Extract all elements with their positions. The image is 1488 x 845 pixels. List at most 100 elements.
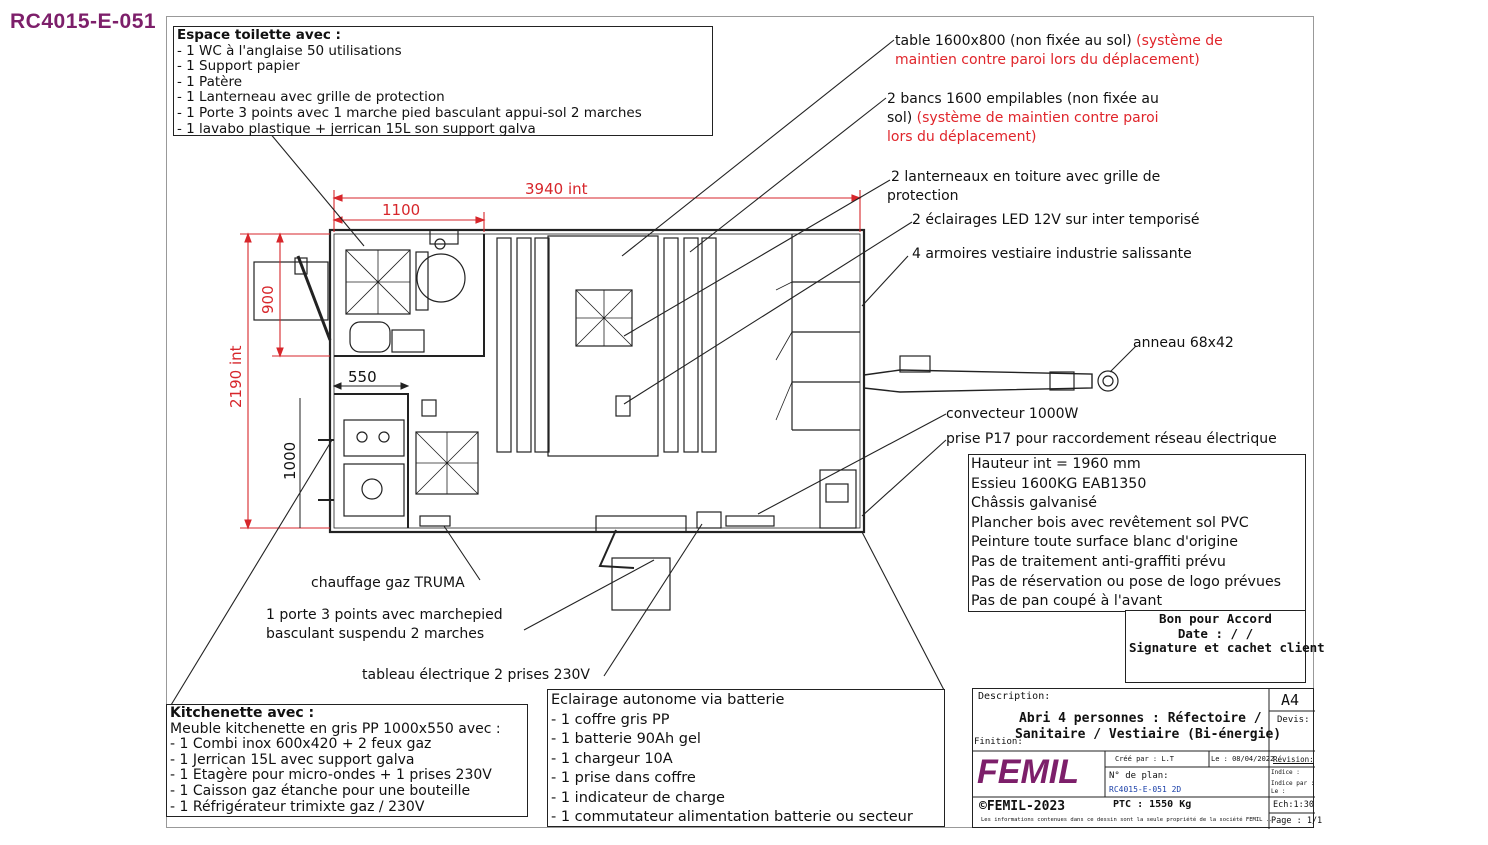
wc-step bbox=[253, 261, 329, 321]
battery-item: - 1 prise dans coffre bbox=[551, 770, 696, 786]
kitchen-item: - 1 Combi inox 600x420 + 2 feux gaz bbox=[170, 736, 432, 753]
kitchen-item: Meuble kitchenette en gris PP 1000x550 a… bbox=[170, 720, 501, 737]
callout-benches: 2 bancs 1600 empilables (non fixée au bbox=[887, 91, 1159, 107]
specs-box: Hauteur int = 1960 mm Essieu 1600KG EAB1… bbox=[968, 454, 1306, 612]
finition-label: Finition: bbox=[974, 737, 1023, 747]
title-block-grid bbox=[973, 689, 1315, 829]
dim-length: 3940 int bbox=[525, 180, 588, 198]
kitchen-spec-box: Kitchenette avec : Meuble kitchenette en… bbox=[166, 704, 528, 817]
plan-number: RC4015-E-051 2D bbox=[1109, 785, 1182, 794]
drawbar bbox=[863, 369, 1093, 393]
spec-item: Pas de réservation ou pose de logo prévu… bbox=[971, 573, 1282, 590]
spec-item: Pas de traitement anti-graffiti prévu bbox=[971, 553, 1226, 570]
indice-label: Indice : bbox=[1271, 769, 1300, 776]
convector bbox=[725, 515, 775, 527]
sink bbox=[343, 463, 405, 517]
dim-wc-depth: 900 bbox=[259, 285, 277, 314]
callout-table-note-2: maintien contre paroi lors du déplacemen… bbox=[895, 52, 1200, 68]
toilet-item: - 1 lavabo plastique + jerrican 15L son … bbox=[177, 120, 536, 137]
description-line1: Abri 4 personnes : Réfectoire / bbox=[1019, 711, 1262, 726]
callout-benches-note: (système de maintien contre paroi bbox=[916, 110, 1159, 126]
approval-signature: Signature et cachet client bbox=[1129, 640, 1325, 655]
callout-door: 1 porte 3 points avec marchepied bbox=[266, 607, 503, 623]
dim-width: 2190 int bbox=[227, 345, 245, 409]
bench-left bbox=[496, 237, 512, 453]
approval-date: Date : / / bbox=[1177, 625, 1254, 641]
copyright: ©FEMIL-2023 bbox=[979, 799, 1066, 814]
format: A4 bbox=[1281, 691, 1300, 709]
electric-cabinet bbox=[819, 469, 857, 529]
toilet-item: - 1 Lanterneau avec grille de protection bbox=[177, 89, 445, 106]
battery-spec-box: Eclairage autonome via batterie - 1 coff… bbox=[547, 689, 945, 827]
tow-ring bbox=[1097, 370, 1119, 392]
wc-bowl bbox=[416, 253, 466, 303]
callout-skylights: 2 lanterneaux en toiture avec grille de bbox=[891, 169, 1161, 185]
callout-table-text: table 1600x800 (non fixée au sol) bbox=[895, 33, 1132, 49]
power-panel bbox=[696, 511, 722, 529]
kitchen-item: - 1 Jerrican 15L avec support galva bbox=[170, 751, 415, 768]
battery-box-title: Eclairage autonome via batterie bbox=[551, 692, 785, 708]
washbasin bbox=[349, 321, 391, 353]
femil-logo: FEMIL bbox=[977, 753, 1079, 791]
door-step bbox=[611, 557, 671, 611]
dim-kitchen-depth: 1000 bbox=[281, 441, 299, 480]
revision-label: Révision: bbox=[1273, 755, 1314, 764]
dim-kitchen-width: 550 bbox=[348, 368, 377, 386]
created-date: Le : 08/04/2022 bbox=[1211, 755, 1275, 763]
legal-notice: Les informations contenues dans ce dessi… bbox=[981, 817, 1276, 823]
hob bbox=[343, 419, 405, 457]
document-id: RC4015-E-051 bbox=[10, 10, 157, 33]
table bbox=[547, 235, 659, 457]
callout-ring: anneau 68x42 bbox=[1133, 335, 1234, 351]
kitchen-item: - 1 Etagère pour micro-ondes + 1 prises … bbox=[170, 767, 492, 784]
kitchen-box-title: Kitchenette avec : bbox=[170, 705, 315, 721]
bench-right bbox=[663, 237, 679, 453]
spec-item: Châssis galvanisé bbox=[971, 495, 1098, 512]
kitchen-item: - 1 Caisson gaz étanche pour une bouteil… bbox=[170, 782, 471, 799]
battery-item: - 1 indicateur de charge bbox=[551, 789, 725, 806]
led-light bbox=[615, 395, 631, 417]
battery-item: - 1 chargeur 10A bbox=[551, 750, 673, 767]
title-block: Description: Finition: Abri 4 personnes … bbox=[972, 688, 1322, 829]
callout-door-2: basculant suspendu 2 marches bbox=[266, 626, 485, 642]
battery-item: - 1 coffre gris PP bbox=[551, 711, 670, 728]
truma-heater bbox=[419, 515, 451, 527]
battery-item: - 1 batterie 90Ah gel bbox=[551, 731, 701, 747]
callout-table: table 1600x800 (non fixée au sol) (systè… bbox=[895, 32, 1223, 51]
approval-box[interactable]: Bon pour Accord Date : / / Signature et … bbox=[1125, 610, 1325, 683]
devis-label: Devis: bbox=[1277, 715, 1310, 725]
callout-truma: chauffage gaz TRUMA bbox=[311, 575, 465, 591]
toilet-spec-box: Espace toilette avec : - 1 WC à l'anglai… bbox=[173, 26, 713, 136]
toilet-item: - 1 WC à l'anglaise 50 utilisations bbox=[177, 42, 402, 59]
callout-panel: tableau électrique 2 prises 230V bbox=[362, 667, 590, 683]
callout-led: 2 éclairages LED 12V sur inter temporisé bbox=[912, 212, 1200, 228]
dim-wc-width: 1100 bbox=[382, 201, 421, 219]
toilet-item: - 1 Patère bbox=[177, 73, 243, 90]
scale: Ech:1:30 bbox=[1273, 800, 1314, 810]
created-by: Créé par : L.T bbox=[1115, 755, 1175, 763]
kitchen-item: - 1 Réfrigérateur trimixte gaz / 230V bbox=[170, 798, 425, 815]
callout-skylights-2: protection bbox=[887, 188, 959, 204]
indice-par: Indice par : bbox=[1271, 780, 1315, 787]
ptc: PTC : 1550 Kg bbox=[1113, 799, 1192, 810]
lockers bbox=[791, 234, 860, 431]
spec-item: Hauteur int = 1960 mm bbox=[971, 456, 1141, 472]
indice-le: Le : bbox=[1271, 788, 1286, 795]
callout-convector: convecteur 1000W bbox=[946, 406, 1079, 422]
callout-p17: prise P17 pour raccordement réseau élect… bbox=[946, 431, 1277, 447]
spec-item: Plancher bois avec revêtement sol PVC bbox=[971, 514, 1249, 531]
plan-label: N° de plan: bbox=[1109, 771, 1169, 781]
callout-benches-2: sol) (système de maintien contre paroi bbox=[887, 109, 1159, 128]
callout-lockers: 4 armoires vestiaire industrie salissant… bbox=[912, 246, 1192, 262]
toilet-item: - 1 Porte 3 points avec 1 marche pied ba… bbox=[177, 104, 642, 121]
callout-table-note: (système de bbox=[1136, 33, 1223, 49]
drawing-sheet bbox=[166, 16, 1314, 828]
callout-benches-text: sol) bbox=[887, 110, 913, 126]
page-number: Page : 1/1 bbox=[1271, 816, 1323, 826]
callout-benches-note-2: lors du déplacement) bbox=[887, 129, 1037, 145]
spec-item: Peinture toute surface blanc d'origine bbox=[971, 534, 1238, 551]
main-door bbox=[595, 515, 687, 533]
battery-item: - 1 commutateur alimentation batterie ou… bbox=[551, 809, 913, 825]
description-line2: Sanitaire / Vestiaire (Bi-énergie) bbox=[1015, 727, 1282, 742]
